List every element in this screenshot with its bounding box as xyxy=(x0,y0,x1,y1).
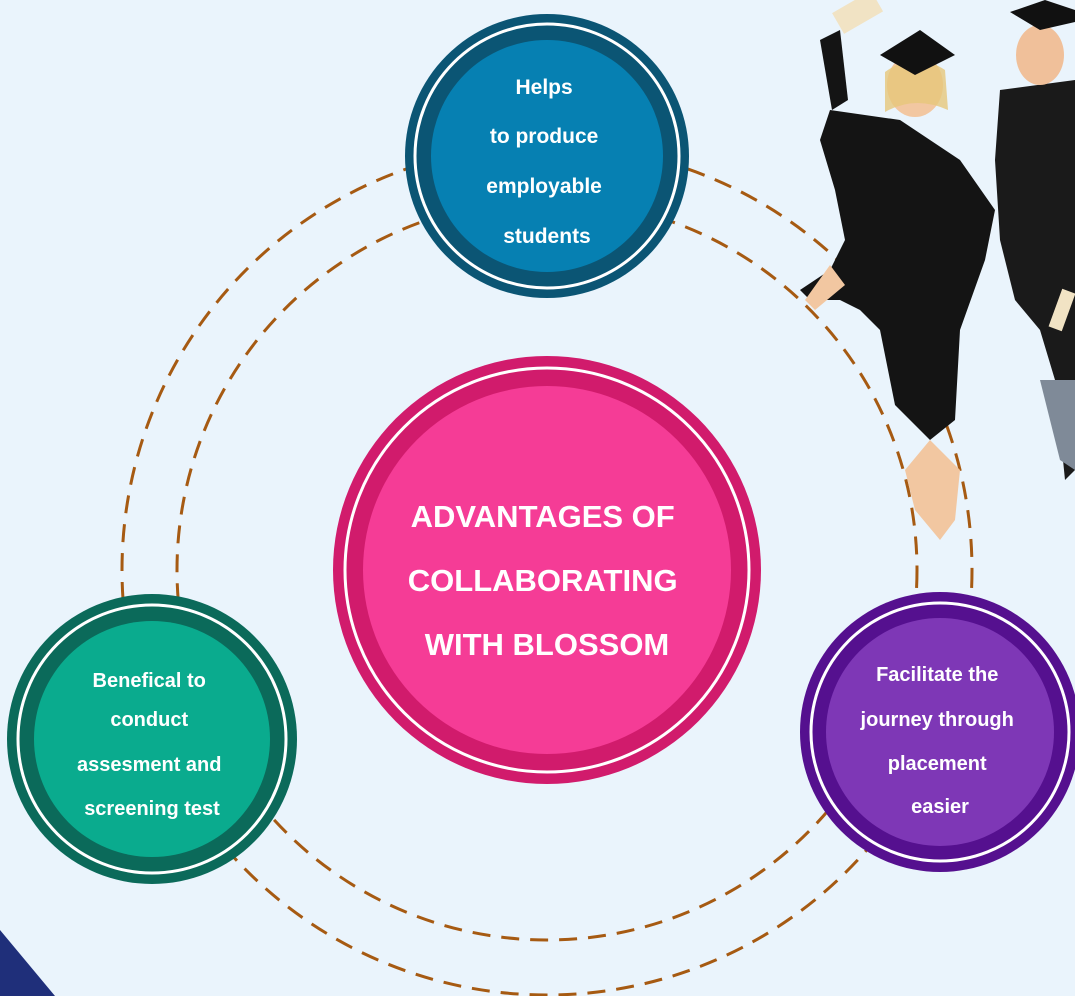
node-placement-line-1: Facilitate the xyxy=(876,664,998,686)
node-employable-line-2: to produce xyxy=(490,125,599,148)
node-employable-line-4: students xyxy=(503,225,591,248)
node-assessment-line-2: conduct xyxy=(110,709,188,731)
node-placement-line-3: placement xyxy=(888,753,987,775)
node-assessment-line-1: Benefical to xyxy=(93,670,206,692)
center-title-line-3: WITH BLOSSOM xyxy=(425,627,670,662)
node-employable-line-3: employable xyxy=(486,175,602,198)
node-employable-inner xyxy=(431,40,663,272)
node-assessment: Benefical to conduct assesment and scree… xyxy=(7,594,297,884)
center-title-line-1: ADVANTAGES OF xyxy=(411,499,675,534)
svg-text:ADVANTAGES OF COLLABORAT: ADVANTAGES OF COLLABORATING WITH BLOSSOM xyxy=(408,499,686,662)
node-employable-line-1: Helps xyxy=(515,76,572,99)
corner-accent xyxy=(0,930,55,996)
graduates-photo xyxy=(800,0,1075,540)
center-title-line-2: COLLABORATING xyxy=(408,563,678,598)
node-assessment-line-3: assesment and xyxy=(77,754,222,776)
node-assessment-line-4: screening test xyxy=(84,798,220,820)
node-employable: Helps to produce employable students xyxy=(405,14,689,298)
svg-text:Helps to produce e: Helps to produce employable students xyxy=(486,76,607,248)
center-circle: ADVANTAGES OF COLLABORATING WITH BLOSSOM xyxy=(333,356,761,784)
svg-text:Benefical to conduct: Benefical to conduct assesment and scree… xyxy=(77,670,227,820)
node-placement: Facilitate the journey through placement… xyxy=(800,592,1075,872)
node-placement-line-2: journey through xyxy=(860,709,1014,731)
svg-text:Facilitate the journey t: Facilitate the journey through placement… xyxy=(860,664,1020,818)
node-placement-line-4: easier xyxy=(911,796,969,818)
